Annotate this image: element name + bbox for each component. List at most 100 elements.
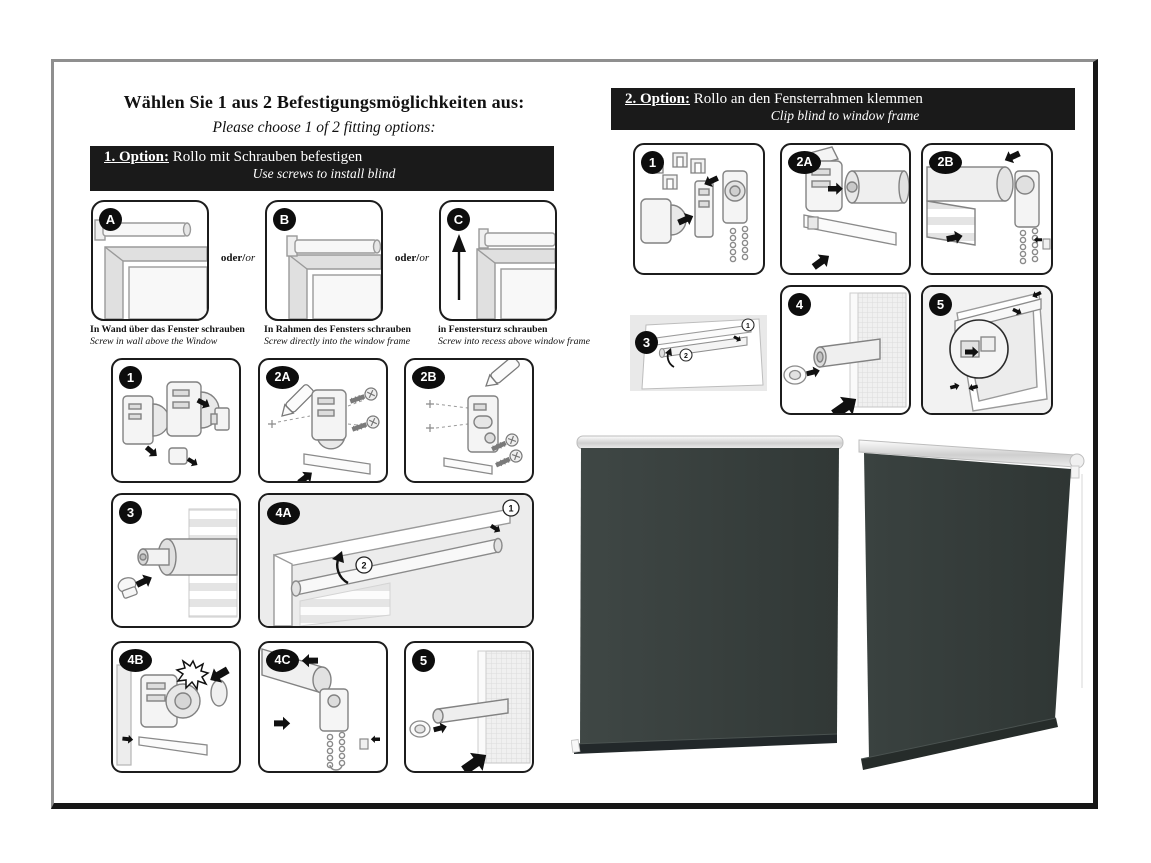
option2-banner: 2. Option: Rollo an den Fensterrahmen kl…: [611, 88, 1075, 130]
fit-a-caption-english: Screw in wall above the Window: [90, 336, 218, 348]
fit-a-caption-german: In Wand über das Fenster schrauben: [90, 324, 245, 335]
step-r1-illustration: [640, 152, 749, 263]
step-1-illustration: [122, 381, 230, 469]
fit-a-badge: A: [99, 208, 122, 231]
step-panel-2b: 2B: [404, 358, 534, 483]
fit-panel-c: C: [439, 200, 557, 321]
arrow-icon: [133, 571, 155, 591]
fit-a-illustration: [94, 219, 207, 319]
marker-1: 1: [741, 318, 755, 332]
chain-icon: [741, 225, 749, 261]
fit-c-caption-english: Screw into recess above window frame: [438, 336, 590, 348]
step-panel-r1: 1: [633, 143, 765, 275]
rotate-arrow-icon: [332, 551, 349, 585]
arrow-icon: [295, 467, 317, 481]
fit-b-illustration: [286, 235, 381, 319]
step-panel-2a: 2A: [258, 358, 388, 483]
arrow-icon: [1001, 147, 1023, 167]
arrow-icon: [274, 716, 291, 730]
screw-icon: [494, 448, 524, 471]
svg-text:2: 2: [684, 353, 688, 360]
step-r3-illustration: 1 2: [630, 315, 767, 391]
step-image-r3: 3 1 2: [630, 315, 767, 391]
step-r4-illustration: [783, 292, 907, 413]
chain-icon: [1019, 229, 1027, 265]
marker-2: 2: [355, 556, 373, 574]
blinds-product-photo: [571, 428, 1093, 773]
fit-b-caption-german: In Rahmen des Fensters schrauben: [264, 324, 411, 335]
marker-1: 1: [502, 499, 520, 517]
fit-b-badge: B: [273, 208, 296, 231]
chain-icon: [729, 227, 737, 263]
step-3-badge: 3: [119, 501, 142, 524]
fit-panel-a: A: [91, 200, 209, 321]
option1-banner-line1: 1. Option: Rollo mit Schrauben befestige…: [104, 149, 544, 166]
fit-c-caption: in Fenstersturz schrauben Screw into rec…: [438, 324, 590, 348]
step-r2b-badge: 2B: [929, 151, 962, 174]
step-panel-r4: 4: [780, 285, 911, 415]
step-panel-r2a: 2A: [780, 143, 911, 275]
step-2a-badge: 2A: [266, 366, 299, 389]
rotate-arrow-icon: [665, 348, 675, 368]
pencil-icon: [481, 360, 522, 392]
step-4b-badge: 4B: [119, 649, 152, 672]
step-3-illustration: [117, 508, 238, 618]
chain-icon: [326, 733, 334, 769]
left-blind: [571, 435, 844, 754]
page-title-german: Wählen Sie 1 aus 2 Befestigungsmöglichke…: [123, 92, 525, 112]
option1-title-german: Rollo mit Schrauben befestigen: [172, 149, 363, 165]
step-panel-5: 5: [404, 641, 534, 773]
fit-panel-b: B: [265, 200, 383, 321]
right-blind: [858, 439, 1085, 770]
step-5-badge: 5: [412, 649, 435, 672]
svg-text:1: 1: [746, 323, 750, 330]
step-r5-illustration: [923, 287, 1051, 413]
fit-c-caption-german: in Fenstersturz schrauben: [438, 324, 548, 335]
step-panel-4a: 4A 1 2: [258, 493, 534, 628]
option1-banner: 1. Option: Rollo mit Schrauben befestige…: [90, 146, 554, 191]
option1-title-english: Use screws to install blind: [252, 166, 396, 181]
blinds-photo-illustration: [571, 435, 1085, 770]
page-title-english: Please choose 1 of 2 fitting options:: [212, 119, 436, 136]
svg-text:2: 2: [361, 561, 366, 571]
fit-b-caption: In Rahmen des Fensters schrauben Screw d…: [264, 324, 411, 348]
step-4a-illustration: 1 2: [260, 495, 532, 626]
chain-icon: [338, 731, 346, 767]
or-label-1: oder/or: [220, 252, 256, 264]
arrow-icon: [142, 443, 161, 461]
instruction-page: Wählen Sie 1 aus 2 Befestigungsmöglichke…: [51, 59, 1098, 809]
step-2a-illustration: [267, 382, 386, 481]
option2-label: 2. Option:: [625, 91, 691, 107]
step-2b-illustration: [425, 360, 532, 475]
fit-c-badge: C: [447, 208, 470, 231]
arrow-icon: [370, 735, 380, 743]
svg-text:1: 1: [508, 504, 513, 514]
step-panel-3: 3: [111, 493, 241, 628]
option2-banner-line1: 2. Option: Rollo an den Fensterrahmen kl…: [625, 91, 1065, 108]
step-2b-badge: 2B: [412, 366, 445, 389]
marker-2: 2: [679, 348, 693, 362]
option1-label: 1. Option:: [104, 149, 170, 165]
step-panel-r5: 5: [921, 285, 1053, 415]
step-1-badge: 1: [119, 366, 142, 389]
step-panel-r2b: 2B: [921, 143, 1053, 275]
up-arrow-icon: [452, 234, 466, 300]
step-r2b-illustration: [926, 147, 1051, 265]
fit-b-caption-english: Screw directly into the window frame: [264, 336, 410, 348]
step-4a-badge: 4A: [267, 502, 300, 525]
option2-title-english: Clip blind to window frame: [770, 108, 920, 123]
step-r5-badge: 5: [929, 293, 952, 316]
step-panel-4b: 4B: [111, 641, 241, 773]
starburst-icon: [175, 659, 210, 691]
option2-title-german: Rollo an den Fensterrahmen klemmen: [693, 91, 923, 107]
step-r2a-badge: 2A: [788, 151, 821, 174]
step-panel-4c: 4C: [258, 641, 388, 773]
step-5-illustration: [409, 650, 531, 771]
step-r3-badge: 3: [635, 331, 658, 354]
step-r2a-illustration: [803, 146, 909, 273]
fit-c-illustration: [452, 228, 555, 319]
step-r1-badge: 1: [641, 151, 664, 174]
arrow-icon: [432, 721, 449, 736]
fit-a-caption: In Wand über das Fenster schrauben Screw…: [90, 324, 245, 348]
or-label-2: oder/or: [394, 252, 430, 264]
